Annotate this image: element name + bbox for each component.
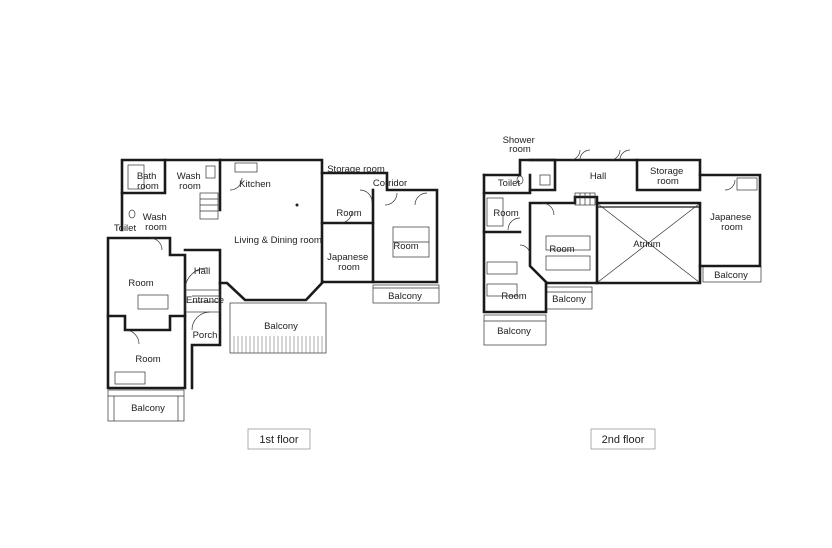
label-1f-room-west-upper: Room xyxy=(128,278,153,289)
first-floor-plan: Bath room Wash room Kitchen Storage room… xyxy=(106,158,440,450)
sink-icon xyxy=(205,165,216,179)
bed-icon xyxy=(486,261,518,275)
second-floor-caption-text: 2nd floor xyxy=(602,434,645,446)
label-1f-bath-room: Bath room xyxy=(137,171,159,192)
label-2f-balcony-south: Balcony xyxy=(497,326,531,337)
kitchen-counter-icon xyxy=(234,162,258,173)
label-2f-balcony-east: Balcony xyxy=(714,270,748,281)
label-1f-corridor: Corridor xyxy=(373,178,407,189)
first-floor-caption-text: 1st floor xyxy=(259,434,298,446)
first-floor-stairs xyxy=(184,192,221,313)
second-floor-north-wall xyxy=(482,158,762,285)
label-2f-balcony-center: Balcony xyxy=(552,294,586,305)
label-1f-porch: Porch xyxy=(193,330,218,341)
label-1f-hall: Hall xyxy=(194,266,210,277)
first-floor-balcony-east-deck xyxy=(372,284,440,304)
bathtub-icon xyxy=(127,164,145,190)
bed-icon xyxy=(486,283,518,297)
first-floor-labels: Bath room Wash room Kitchen Storage room… xyxy=(114,164,422,414)
label-2f-room-middle: Room xyxy=(549,244,574,255)
label-1f-wash-room-lower: Wash room xyxy=(143,212,170,233)
label-1f-balcony-south: Balcony xyxy=(131,403,165,414)
label-1f-balcony-center: Balcony xyxy=(264,321,298,332)
second-floor-balcony-south-deck xyxy=(483,314,547,346)
label-2f-toilet: Toilet xyxy=(498,178,521,189)
label-2f-japanese-room: Japanese room xyxy=(710,212,754,233)
bed-icon xyxy=(545,255,591,271)
label-1f-room-east-large: Room xyxy=(393,241,418,252)
first-floor-north-wall xyxy=(120,158,439,284)
second-floor-atrium-north xyxy=(595,201,702,268)
second-floor-storage-walls xyxy=(635,158,702,192)
first-floor-bath-walls xyxy=(120,158,167,195)
second-floor-fixtures xyxy=(486,174,758,297)
second-floor-atrium-void xyxy=(597,203,700,283)
bed-icon xyxy=(545,235,591,251)
first-floor-hall-walls xyxy=(183,248,222,390)
bed-icon xyxy=(137,294,169,310)
first-floor-caption: 1st floor xyxy=(247,428,311,450)
first-floor-balcony-center-deck xyxy=(229,302,327,354)
shower-icon xyxy=(539,174,551,186)
second-floor-caption: 2nd floor xyxy=(590,428,656,450)
second-floor-plan: Shower room Hall Storage room Toilet Roo… xyxy=(482,135,762,450)
first-floor-fixtures xyxy=(114,162,430,385)
first-floor-west-wing xyxy=(106,236,187,390)
first-floor-west-wing-inner xyxy=(106,314,187,332)
first-floor-doors xyxy=(124,177,428,345)
tokonoma-icon xyxy=(736,177,758,191)
toilet-bowl-icon xyxy=(516,175,524,185)
label-1f-room-west-lower: Room xyxy=(135,354,160,365)
label-1f-balcony-east: Balcony xyxy=(388,291,422,302)
second-floor-stairs xyxy=(574,192,596,206)
label-1f-kitchen: Kitchen xyxy=(239,179,271,190)
label-2f-room-lower: Room xyxy=(501,291,526,302)
label-2f-room-upper: Room xyxy=(493,208,518,219)
label-1f-entrance: Entrance xyxy=(186,295,224,306)
ceiling-light-icon xyxy=(295,203,299,207)
label-2f-shower-room: Shower room xyxy=(503,135,538,155)
bed-icon xyxy=(114,371,146,385)
bed-icon xyxy=(486,197,504,227)
label-2f-storage-room: Storage room xyxy=(650,166,686,187)
second-floor-shower-walls xyxy=(528,158,557,192)
toilet-bowl-icon xyxy=(128,209,136,219)
second-floor-doors xyxy=(507,149,736,256)
first-floor-balcony-south-deck xyxy=(107,389,185,422)
label-2f-hall: Hall xyxy=(590,171,606,182)
label-1f-room-east-small: Room xyxy=(336,208,361,219)
first-floor-living-angled-wall xyxy=(218,280,325,302)
label-1f-japanese-room: Japanese room xyxy=(327,252,371,273)
label-2f-atrium: Atrium xyxy=(633,239,661,250)
label-1f-living-dining: Living & Dining room xyxy=(234,235,322,246)
label-1f-storage-room: Storage room xyxy=(327,164,385,175)
second-floor-labels: Shower room Hall Storage room Toilet Roo… xyxy=(493,135,754,337)
label-1f-toilet: Toilet xyxy=(114,223,137,234)
second-floor-toilet-walls xyxy=(482,173,532,195)
label-1f-wash-room-upper: Wash room xyxy=(177,171,204,192)
